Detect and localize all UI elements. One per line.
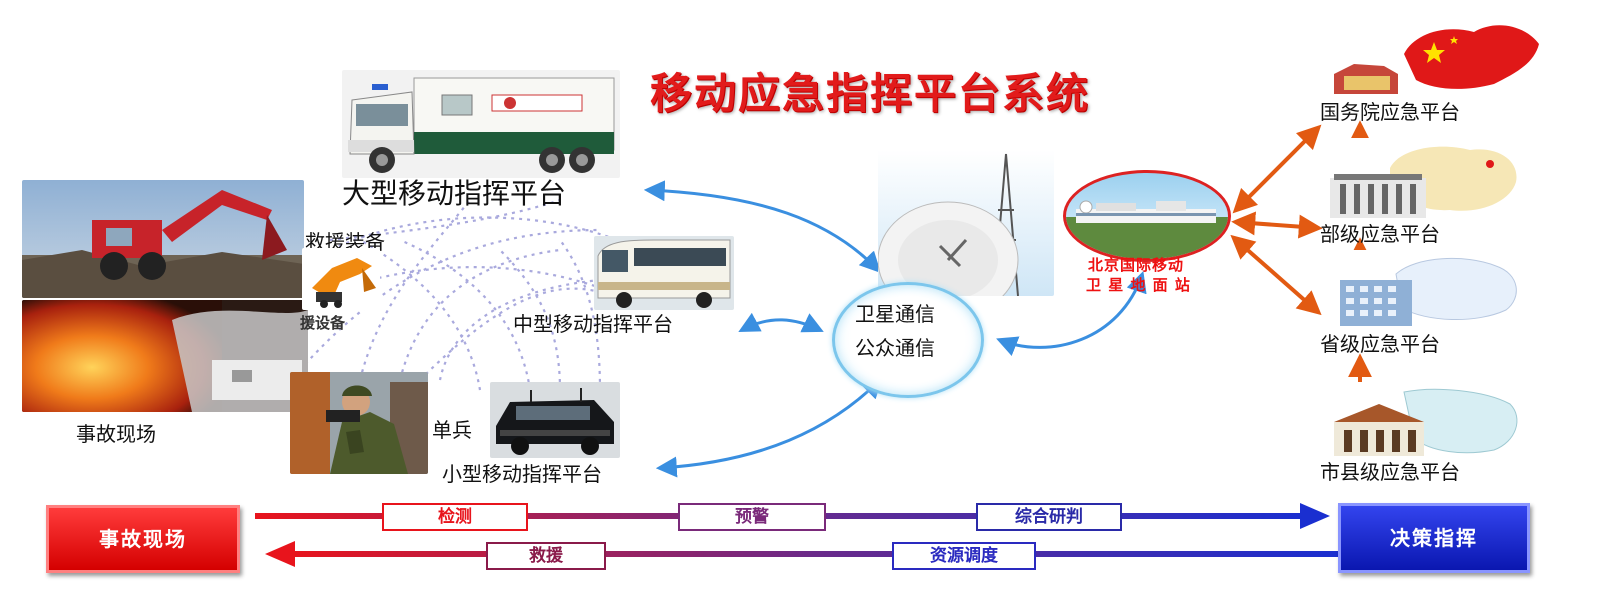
state-council-platform-label: 国务院应急平台: [1320, 100, 1460, 124]
satellite-dish-image: [878, 150, 1054, 296]
medium-platform-label: 中型移动指挥平台: [513, 312, 673, 336]
ground-station-label-line1: 北京国际移动: [1088, 256, 1185, 274]
flow-step-rescue: 救援: [486, 542, 606, 570]
large-platform-label: 大型移动指挥平台: [342, 177, 567, 210]
flow-backward-line: [265, 541, 1340, 567]
city-county-platform-label: 市县级应急平台: [1320, 460, 1460, 484]
rescue-equipment-fragment: 援设备: [300, 314, 346, 332]
excavator-image: [22, 180, 304, 298]
large-truck-image: [342, 70, 620, 178]
arrow-satellite-to-station: [996, 271, 1147, 356]
arrow-medium-to-satellite: [738, 312, 824, 333]
china-map-state-image: [1324, 14, 1548, 98]
communication-hub: [832, 282, 984, 398]
arrow-large-to-satellite: [643, 180, 881, 274]
satellite-comm-label: 卫星通信: [855, 302, 935, 326]
soldier-label: 单兵: [432, 418, 472, 442]
flow-step-analysis: 综合研判: [976, 503, 1122, 531]
small-platform-label: 小型移动指挥平台: [442, 462, 602, 486]
ministry-image: [1330, 138, 1524, 222]
flow-step-warning: 预警: [678, 503, 826, 531]
arrow-station-to-province: [1230, 234, 1322, 316]
flow-end-box: 决策指挥: [1338, 503, 1530, 573]
province-image: [1336, 250, 1524, 328]
arrow-station-to-state: [1232, 124, 1322, 214]
arrow-small-to-satellite: [655, 377, 883, 478]
soldier-image: [290, 372, 428, 474]
public-comm-label: 公众通信: [855, 336, 935, 360]
ground-station-label-line2: 卫 星 地 面 站: [1086, 276, 1191, 294]
province-platform-label: 省级应急平台: [1320, 332, 1440, 356]
ministry-platform-label: 部级应急平台: [1320, 222, 1440, 246]
flow-step-detect: 检测: [382, 503, 528, 531]
ground-station-image: [1063, 170, 1231, 262]
page-title: 移动应急指挥平台系统: [650, 69, 1091, 118]
medium-bus-image: [594, 236, 734, 310]
small-suv-image: [490, 382, 620, 458]
arrow-station-to-ministry: [1231, 211, 1323, 239]
accident-scene-label: 事故现场: [76, 422, 156, 446]
flow-start-box: 事故现场: [46, 505, 240, 573]
fire-image: [22, 300, 308, 412]
city-county-image: [1334, 382, 1526, 458]
rescue-equipment-image: [302, 248, 380, 310]
flow-step-resource-dispatch: 资源调度: [892, 542, 1036, 570]
dotted-mesh: [299, 198, 651, 391]
